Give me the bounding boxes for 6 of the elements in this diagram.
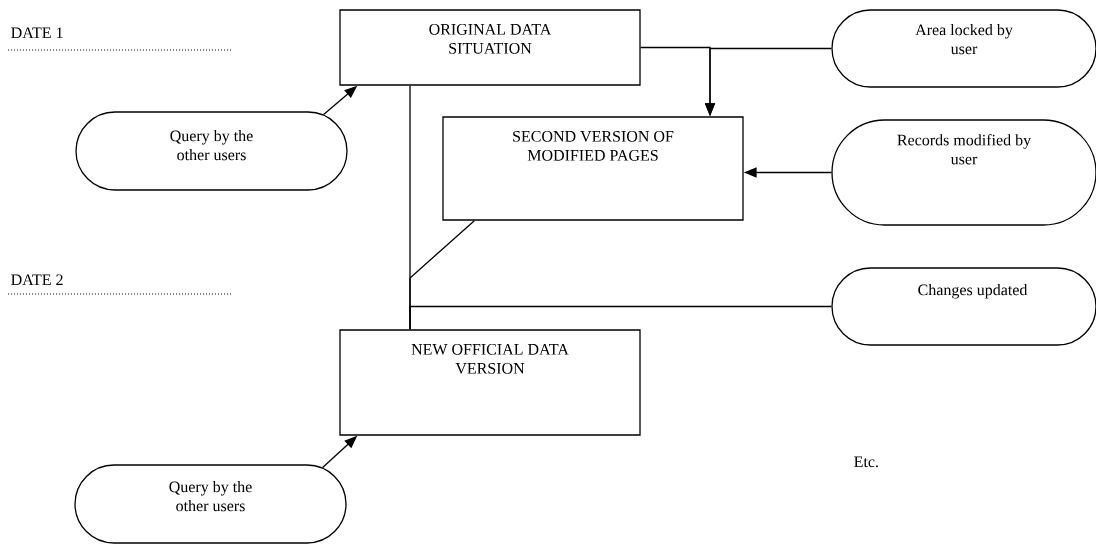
- note-text: Etc.: [854, 456, 878, 468]
- process-box: ORIGINAL DATA SITUATION: [339, 9, 641, 86]
- date-label: DATE 1: [11, 27, 63, 39]
- process-box: NEW OFFICIAL DATA VERSION: [339, 329, 641, 436]
- process-box: SECOND VERSION OF MODIFIED PAGES: [442, 116, 744, 221]
- date-label: DATE 2: [11, 274, 63, 286]
